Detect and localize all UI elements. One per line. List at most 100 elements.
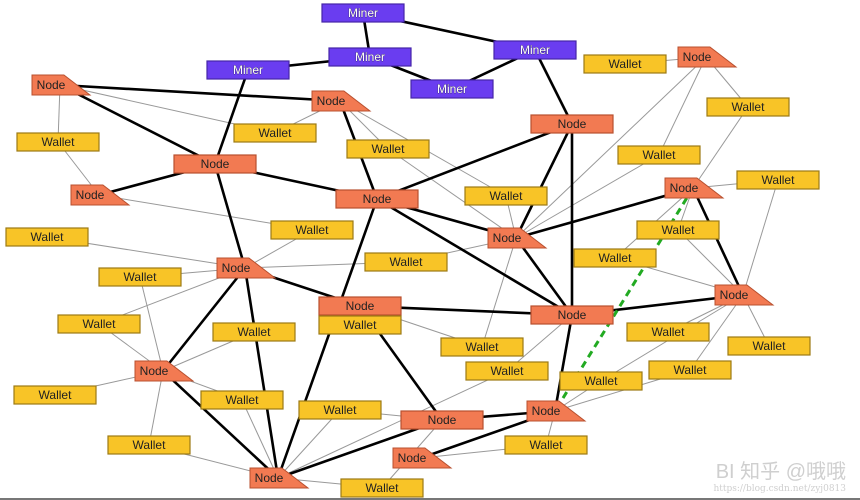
light-node-shape — [526, 400, 587, 422]
node-label: Node — [346, 299, 375, 313]
light-node-T9[interactable]: Node — [134, 360, 195, 382]
wallet-label: Wallet — [259, 126, 293, 140]
wallet-W28[interactable]: Wallet — [504, 435, 588, 455]
wallet-box — [626, 322, 710, 342]
wallet-W3[interactable]: Wallet — [346, 139, 430, 159]
wallet-W8[interactable]: Wallet — [464, 186, 548, 206]
thick-edge-Nb-T12 — [276, 198, 379, 479]
light-node-T7[interactable]: Node — [664, 177, 725, 199]
wallet-label: Wallet — [83, 317, 117, 331]
wallet-W10[interactable]: Wallet — [5, 227, 89, 247]
wallet-label: Wallet — [585, 374, 619, 388]
miner-M3[interactable]: Miner — [493, 40, 577, 60]
wallet-W18[interactable]: Wallet — [626, 322, 710, 342]
wallet-label: Wallet — [753, 339, 787, 353]
light-node-T6[interactable]: Node — [487, 227, 548, 249]
light-node-shape — [714, 284, 775, 306]
wallet-label: Wallet — [296, 223, 330, 237]
node-Nf[interactable]: Node — [400, 410, 484, 430]
wallet-W4[interactable]: Wallet — [583, 54, 667, 74]
miner-M1[interactable]: Miner — [321, 3, 405, 23]
miner-label: Miner — [520, 43, 550, 57]
wallet-box — [736, 170, 820, 190]
thick-edge-T6-T7 — [515, 186, 694, 240]
wallet-W1[interactable]: Wallet — [16, 132, 100, 152]
light-node-label: Node — [37, 78, 66, 92]
light-node-T1[interactable]: Node — [31, 74, 92, 96]
thin-edge-W3-T6 — [387, 148, 517, 239]
wallet-W22[interactable]: Wallet — [559, 371, 643, 391]
wallet-W29[interactable]: Wallet — [340, 478, 424, 498]
miner-box — [321, 3, 405, 23]
thick-edge-Nb-Ne — [376, 197, 573, 317]
wallet-box — [648, 360, 732, 380]
thin-edge-W23-T8 — [689, 294, 744, 371]
wallet-box — [465, 361, 549, 381]
node-Na[interactable]: Node — [173, 154, 257, 174]
node-box — [335, 189, 419, 209]
wallet-W16[interactable]: Wallet — [57, 314, 141, 334]
thin-edge-W6-T6 — [515, 154, 660, 239]
thin-edge-W14-T9 — [139, 276, 164, 372]
light-node-T5[interactable]: Node — [216, 257, 277, 279]
wallet-W7[interactable]: Wallet — [736, 170, 820, 190]
thick-edge-Na-T5 — [213, 163, 247, 269]
light-node-T3[interactable]: Node — [70, 184, 131, 206]
edges-layer — [46, 11, 779, 489]
light-node-shape — [216, 257, 277, 279]
light-node-T11[interactable]: Node — [392, 447, 453, 469]
wallet-W26[interactable]: Wallet — [298, 400, 382, 420]
wallet-box — [57, 314, 141, 334]
light-node-T8[interactable]: Node — [714, 284, 775, 306]
bottom-border — [0, 498, 860, 500]
wallet-label: Wallet — [490, 189, 524, 203]
wallet-box — [212, 322, 296, 342]
miner-M5[interactable]: Miner — [410, 79, 494, 99]
thick-edge-T1-Na — [59, 83, 216, 166]
thick-edge-Nd-Nb — [376, 122, 573, 201]
wallet-W13[interactable]: Wallet — [573, 248, 657, 268]
light-node-label: Node — [670, 181, 699, 195]
wallet-W19[interactable]: Wallet — [440, 337, 524, 357]
wallet-W24[interactable]: Wallet — [13, 385, 97, 405]
miner-M2[interactable]: Miner — [328, 47, 412, 67]
wallet-box — [364, 252, 448, 272]
wallet-label: Wallet — [530, 438, 564, 452]
thin-edge-W26-T12 — [277, 409, 341, 479]
wallet-W15[interactable]: Wallet — [318, 315, 402, 335]
thick-edge-T6-Ne — [514, 237, 574, 316]
wallet-label: Wallet — [372, 142, 406, 156]
node-Nc[interactable]: Node — [318, 296, 402, 316]
watermark-title: BI 知乎 @哦哦 — [715, 461, 846, 483]
wallet-W14[interactable]: Wallet — [98, 267, 182, 287]
wallet-W23[interactable]: Wallet — [648, 360, 732, 380]
wallet-W27[interactable]: Wallet — [107, 435, 191, 455]
wallet-W2[interactable]: Wallet — [233, 123, 317, 143]
light-node-T10[interactable]: Node — [526, 400, 587, 422]
node-Nd[interactable]: Node — [530, 114, 614, 134]
wallet-W12[interactable]: Wallet — [364, 252, 448, 272]
light-node-label: Node — [255, 471, 284, 485]
wallet-W5[interactable]: Wallet — [706, 97, 790, 117]
wallet-W21[interactable]: Wallet — [465, 361, 549, 381]
light-node-T12[interactable]: Node — [249, 467, 310, 489]
wallet-box — [298, 400, 382, 420]
watermark-url: https://blog.csdn.net/zyj0813 — [713, 484, 846, 494]
wallet-W9[interactable]: Wallet — [270, 220, 354, 240]
thin-edge-W7-T8 — [742, 179, 779, 296]
light-node-T4[interactable]: Node — [677, 46, 738, 68]
miner-M4[interactable]: Miner — [206, 60, 290, 80]
wallet-label: Wallet — [238, 325, 272, 339]
wallet-W11[interactable]: Wallet — [636, 220, 720, 240]
node-label: Node — [558, 117, 587, 131]
miner-label: Miner — [348, 6, 378, 20]
wallet-W6[interactable]: Wallet — [617, 145, 701, 165]
wallet-W25[interactable]: Wallet — [200, 390, 284, 410]
wallet-W17[interactable]: Wallet — [212, 322, 296, 342]
wallet-box — [706, 97, 790, 117]
wallet-W20[interactable]: Wallet — [727, 336, 811, 356]
node-Ne[interactable]: Node — [530, 305, 614, 325]
light-node-T2[interactable]: Node — [311, 90, 372, 112]
node-Nb[interactable]: Node — [335, 189, 419, 209]
